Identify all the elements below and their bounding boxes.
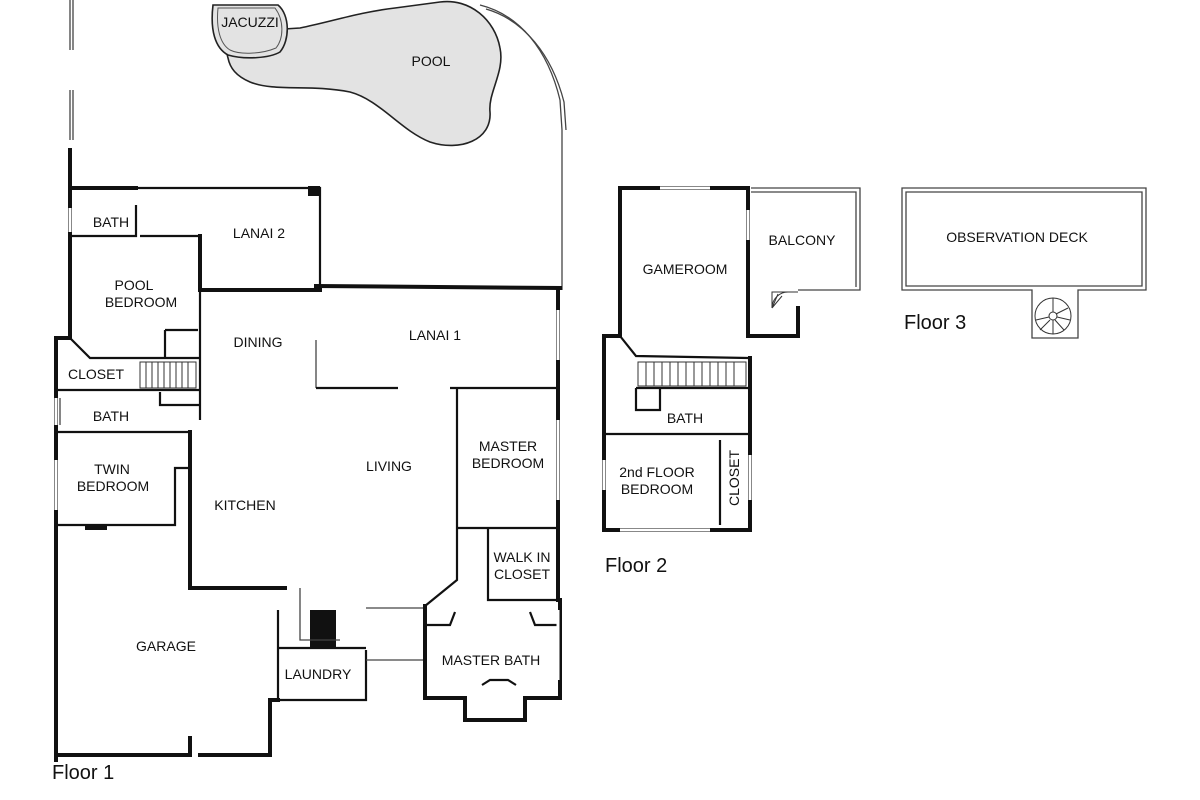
floor2-bedroom-label-1: 2nd FLOOR — [619, 464, 694, 480]
lanai2-label: LANAI 2 — [233, 225, 285, 241]
balcony-label: BALCONY — [769, 232, 837, 248]
floor2-spiral-stair — [771, 291, 798, 309]
walk-in-closet-label-2: CLOSET — [494, 566, 550, 582]
bath-lower-label: BATH — [93, 408, 129, 424]
floor1-stairs — [139, 361, 197, 389]
pool-label: POOL — [412, 53, 451, 69]
gameroom-label: GAMEROOM — [643, 261, 728, 277]
floor3-spiral-stair — [1034, 297, 1072, 335]
floor2-bedroom-label-2: BEDROOM — [621, 481, 693, 497]
floor-2-label: Floor 2 — [605, 555, 667, 577]
master-bath-label: MASTER BATH — [442, 652, 541, 668]
living-label: LIVING — [366, 458, 412, 474]
curved-fence — [479, 4, 563, 290]
jacuzzi-shape — [211, 4, 289, 59]
floor-1-plan — [54, 0, 567, 762]
floor-3-plan — [901, 187, 1147, 339]
dining-label: DINING — [234, 334, 283, 350]
floor-2-plan — [602, 186, 861, 532]
floor2-bath-label: BATH — [667, 410, 703, 426]
pool-area — [211, 0, 502, 147]
pool-shape — [226, 0, 502, 147]
floor2-stairs — [637, 361, 747, 387]
master-bedroom-label-1: MASTER — [479, 438, 537, 454]
floor-1-label: Floor 1 — [52, 762, 114, 784]
walk-in-closet-label-1: WALK IN — [493, 549, 550, 565]
lanai1-label: LANAI 1 — [409, 327, 461, 343]
kitchen-label: KITCHEN — [214, 497, 275, 513]
jacuzzi-label: JACUZZI — [221, 14, 279, 30]
bath-upper-label: BATH — [93, 214, 129, 230]
garage-label: GARAGE — [136, 638, 196, 654]
master-bedroom-label-2: BEDROOM — [472, 455, 544, 471]
pool-bedroom-label-2: BEDROOM — [105, 294, 177, 310]
floor2-closet-label: CLOSET — [726, 450, 742, 506]
pool-bedroom-label-1: POOL — [115, 277, 154, 293]
laundry-label: LAUNDRY — [285, 666, 352, 682]
twin-bedroom-label-2: BEDROOM — [77, 478, 149, 494]
observation-deck-label: OBSERVATION DECK — [946, 229, 1088, 245]
floor-3-label: Floor 3 — [904, 312, 966, 334]
twin-bedroom-label-1: TWIN — [94, 461, 130, 477]
closet-label: CLOSET — [68, 366, 124, 382]
